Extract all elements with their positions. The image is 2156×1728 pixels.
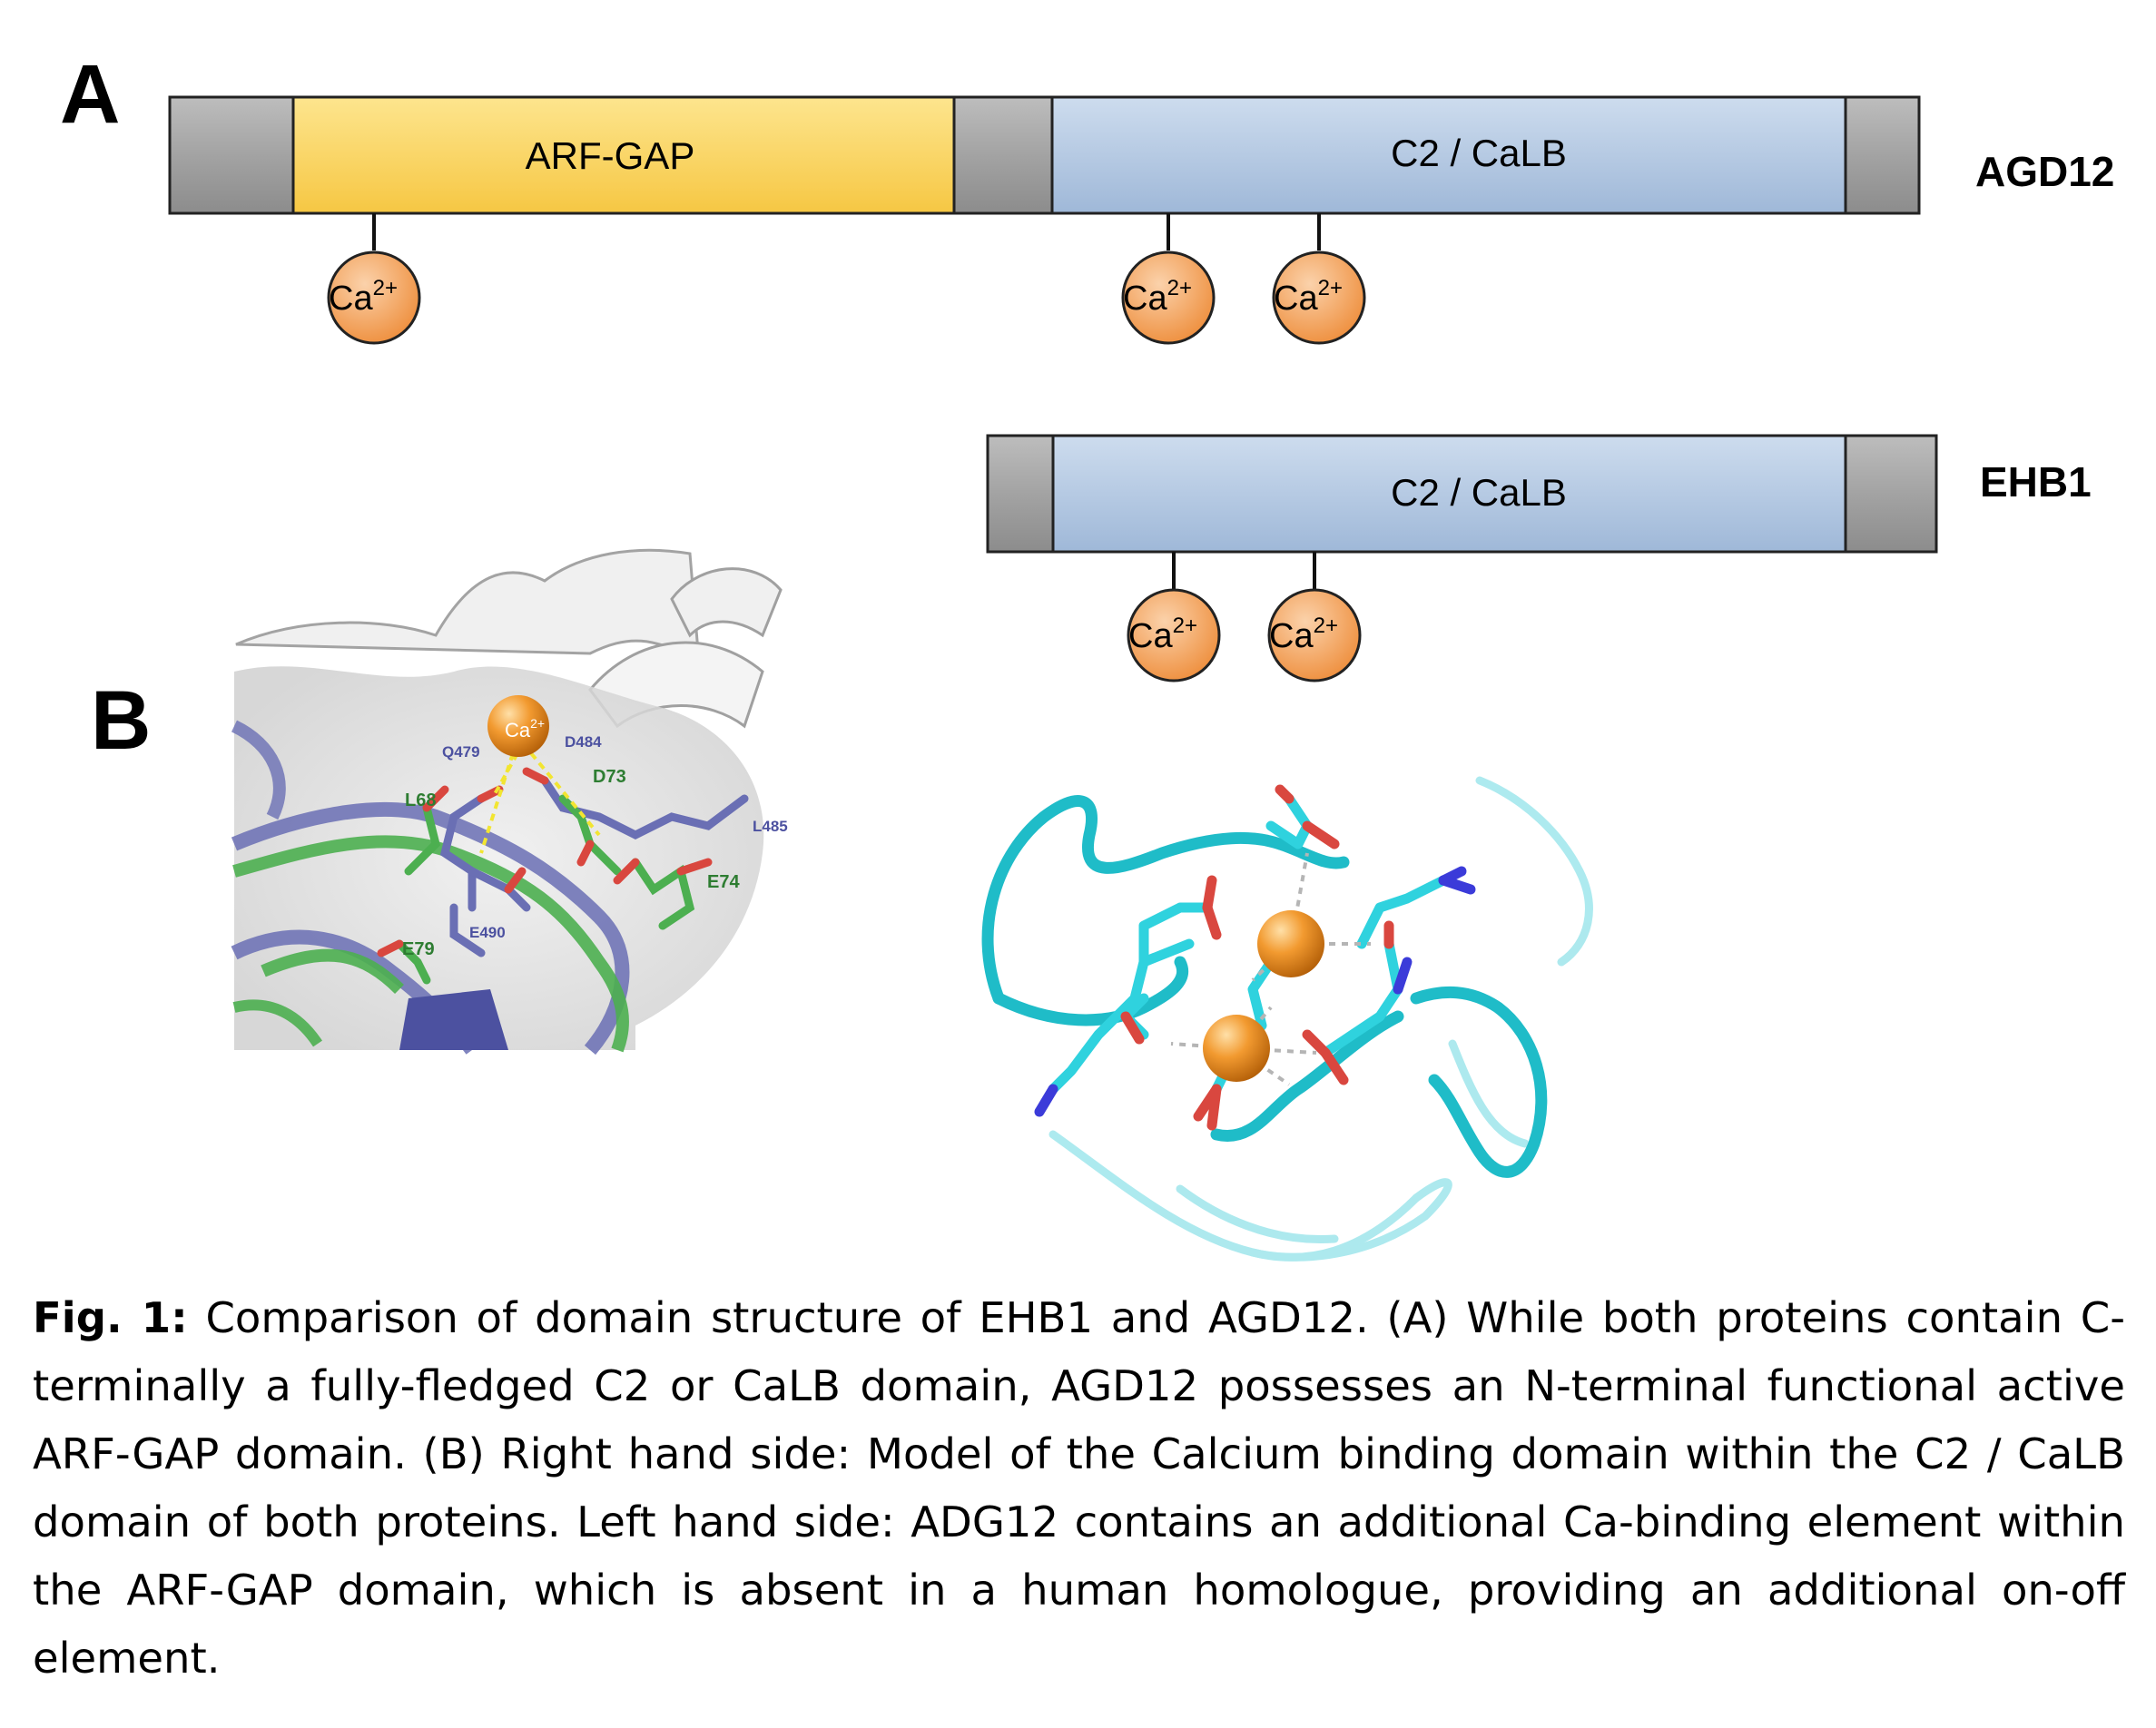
calcium-sphere — [487, 695, 549, 757]
structure-overlay-left: Ca2+ Q479 D484 L68 D73 L485 E74 E79 E490 — [231, 548, 838, 1055]
ehb1-domain-bar: C2 / CaLB — [986, 434, 1938, 554]
calcium-sphere-label: Ca — [505, 719, 531, 741]
panel-b-label: B — [91, 674, 152, 767]
residue-label-e74: E74 — [707, 872, 740, 892]
calcium-ion-icon — [1127, 588, 1221, 682]
caption-lead: Fig. 1: — [33, 1293, 188, 1342]
ehb1-c2-calb-label: C2 / CaLB — [1391, 471, 1567, 514]
ehb1-calcium-site-2: Ca2+ — [1267, 552, 1362, 682]
agd12-linker-segment — [952, 95, 1054, 215]
residue-label-e79: E79 — [402, 939, 435, 959]
calcium-ion-icon — [1272, 250, 1366, 345]
agd12-arf-gap-label: ARF-GAP — [526, 134, 695, 177]
calcium-charge: 2+ — [1318, 276, 1343, 300]
calcium-sphere — [1203, 1015, 1270, 1082]
svg-text:Ca2+: Ca2+ — [329, 276, 398, 318]
residue-label-e490: E490 — [469, 924, 506, 941]
calcium-label: Ca — [1274, 280, 1318, 318]
calcium-sphere — [1257, 910, 1324, 977]
ehb1-calcium-site-1: Ca2+ — [1127, 552, 1221, 682]
svg-text:Ca2+: Ca2+ — [1128, 614, 1197, 655]
ehb1-c-terminal-segment — [1844, 434, 1938, 554]
agd12-calcium-site-3: Ca2+ — [1272, 213, 1366, 345]
protein-name-ehb1: EHB1 — [1980, 458, 2092, 506]
agd12-calcium-site-2: Ca2+ — [1121, 213, 1216, 345]
svg-text:Ca2+: Ca2+ — [1269, 614, 1338, 655]
agd12-domain-bar: ARF-GAP C2 / CaLB — [168, 95, 1921, 215]
residue-label-l68: L68 — [405, 790, 436, 810]
agd12-c-terminal-segment — [1844, 95, 1921, 215]
agd12-c2-calb-label: C2 / CaLB — [1391, 132, 1567, 174]
calcium-charge: 2+ — [1167, 276, 1192, 300]
ehb1-n-terminal-segment — [986, 434, 1055, 554]
agd12-n-terminal-segment — [168, 95, 295, 215]
svg-text:Ca2+: Ca2+ — [1274, 276, 1343, 318]
calcium-ion-icon — [1121, 250, 1216, 345]
agd12-arf-gap-domain — [291, 95, 956, 215]
calcium-charge: 2+ — [373, 276, 398, 300]
residue-label-d484: D484 — [565, 733, 602, 751]
calcium-charge: 2+ — [1314, 614, 1338, 638]
svg-text:Ca2+: Ca2+ — [505, 716, 545, 741]
figure-caption: Fig. 1: Comparison of domain structure o… — [33, 1284, 2125, 1693]
residue-label-l485: L485 — [753, 818, 788, 835]
structure-model-right — [981, 776, 1593, 1262]
ehb1-c2-calb-domain — [1051, 434, 1847, 554]
panel-a-label: A — [60, 48, 121, 141]
calcium-label: Ca — [1269, 617, 1314, 655]
calcium-label: Ca — [329, 280, 373, 318]
residue-label-d73: D73 — [593, 767, 626, 787]
agd12-calcium-site-1: Ca2+ — [327, 213, 421, 345]
protein-name-agd12: AGD12 — [1975, 148, 2115, 195]
calcium-ion-icon — [1267, 588, 1362, 682]
residue-label-q479: Q479 — [442, 743, 480, 761]
calcium-label: Ca — [1123, 280, 1167, 318]
calcium-ion-icon — [327, 250, 421, 345]
calcium-label: Ca — [1128, 617, 1173, 655]
svg-text:Ca2+: Ca2+ — [1123, 276, 1192, 318]
calcium-charge: 2+ — [1173, 614, 1197, 638]
calcium-sphere-charge: 2+ — [530, 716, 545, 731]
caption-text: Comparison of domain structure of EHB1 a… — [33, 1293, 2126, 1683]
agd12-c2-calb-domain — [1050, 95, 1847, 215]
